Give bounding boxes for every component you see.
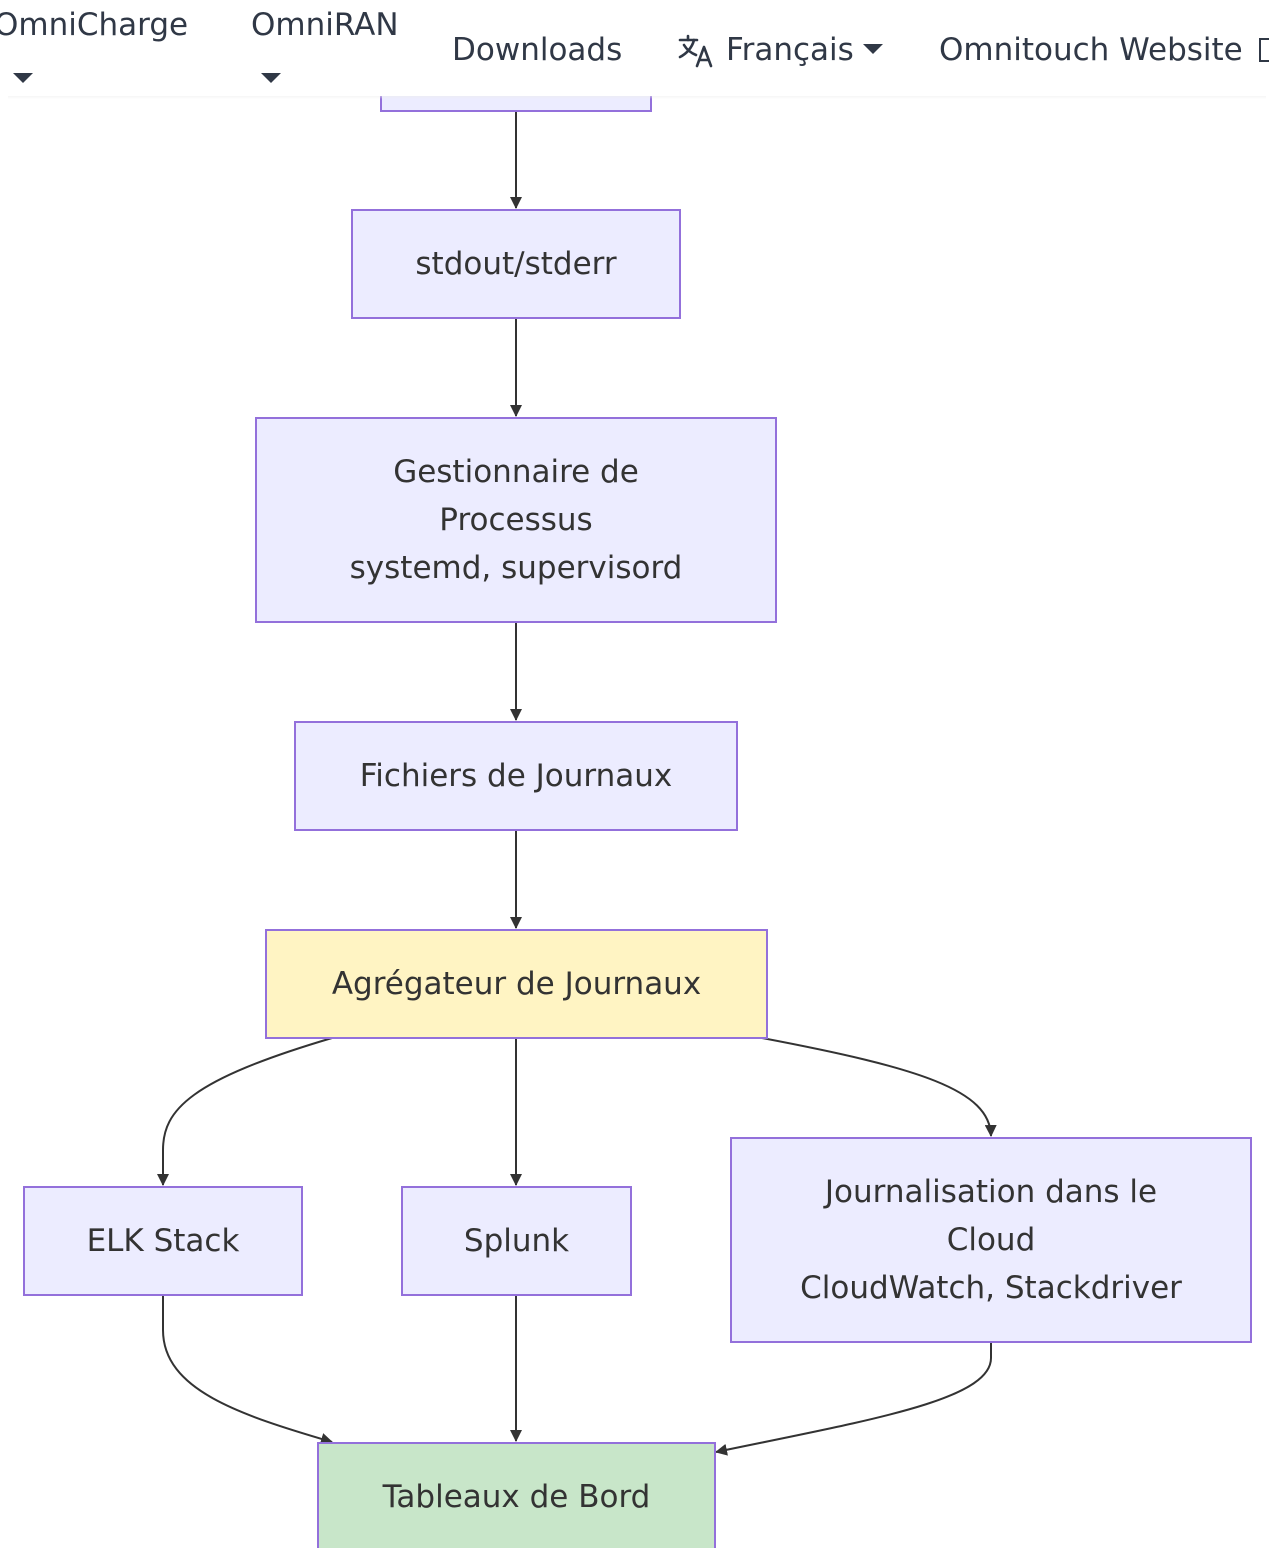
node-label-line: Gestionnaire de bbox=[393, 454, 639, 490]
node-label-line: Journalisation dans le bbox=[824, 1174, 1158, 1210]
node-label: Gestionnaire de Processus systemd, supervi… bbox=[350, 448, 683, 592]
top-navbar: OmniCharge OmniRAN Downloads Français Om… bbox=[0, 0, 1282, 96]
node-label-line: systemd, supervisord bbox=[349, 550, 683, 586]
translate-icon[interactable] bbox=[677, 32, 715, 70]
node-label: Splunk bbox=[464, 1217, 569, 1265]
edge-aggregator-to-cloud-logging bbox=[761, 1037, 997, 1137]
node-label-line: Cloud bbox=[946, 1222, 1036, 1258]
node-label: Fichiers de Journaux bbox=[360, 752, 673, 800]
edge-elk-to-dashboards bbox=[162, 1295, 333, 1445]
diagram-node-process-manager: Gestionnaire de Processus systemd, supervi… bbox=[255, 417, 777, 623]
node-label-line: Agrégateur de Journaux bbox=[331, 966, 702, 1002]
node-label: Agrégateur de Journaux bbox=[332, 960, 701, 1008]
nav-item-language[interactable]: Français bbox=[726, 35, 883, 66]
node-label: ELK Stack bbox=[87, 1217, 240, 1265]
nav-item-omniran[interactable]: OmniRAN bbox=[251, 7, 399, 43]
language-label: Français bbox=[726, 32, 854, 68]
edge-aggregator-to-elk bbox=[157, 1037, 333, 1186]
node-label: Tableaux de Bord bbox=[383, 1473, 651, 1521]
chevron-down-icon[interactable] bbox=[13, 73, 33, 83]
navbar-shadow bbox=[8, 93, 1266, 99]
diagram-node-log-aggregator: Agrégateur de Journaux bbox=[265, 929, 768, 1039]
diagram-node-dashboards: Tableaux de Bord bbox=[317, 1442, 716, 1548]
nav-item-downloads[interactable]: Downloads bbox=[452, 32, 623, 68]
diagram-node-splunk: Splunk bbox=[401, 1186, 632, 1296]
chevron-down-icon[interactable] bbox=[261, 73, 281, 83]
external-link-icon bbox=[1259, 38, 1269, 62]
node-label: stdout/stderr bbox=[415, 240, 616, 288]
nav-item-omnicharge[interactable]: OmniCharge bbox=[0, 7, 189, 43]
edge-cloud-logging-to-dashboards bbox=[715, 1342, 992, 1456]
node-label-line: Splunk bbox=[463, 1223, 570, 1259]
node-label-line: stdout/stderr bbox=[415, 246, 617, 282]
nav-item-omnitouch-website[interactable]: Omnitouch Website bbox=[939, 32, 1243, 68]
node-label-line: ELK Stack bbox=[86, 1223, 240, 1259]
diagram-node-elk-stack: ELK Stack bbox=[23, 1186, 303, 1296]
node-label-line: Fichiers de Journaux bbox=[359, 758, 673, 794]
diagram-node-stdout: stdout/stderr bbox=[351, 209, 681, 319]
node-label-line: Tableaux de Bord bbox=[382, 1479, 651, 1515]
chevron-down-icon bbox=[862, 43, 883, 54]
diagram-node-log-files: Fichiers de Journaux bbox=[294, 721, 738, 831]
node-label-line: CloudWatch, Stackdriver bbox=[800, 1270, 1182, 1306]
node-label-line: Processus bbox=[439, 502, 593, 538]
